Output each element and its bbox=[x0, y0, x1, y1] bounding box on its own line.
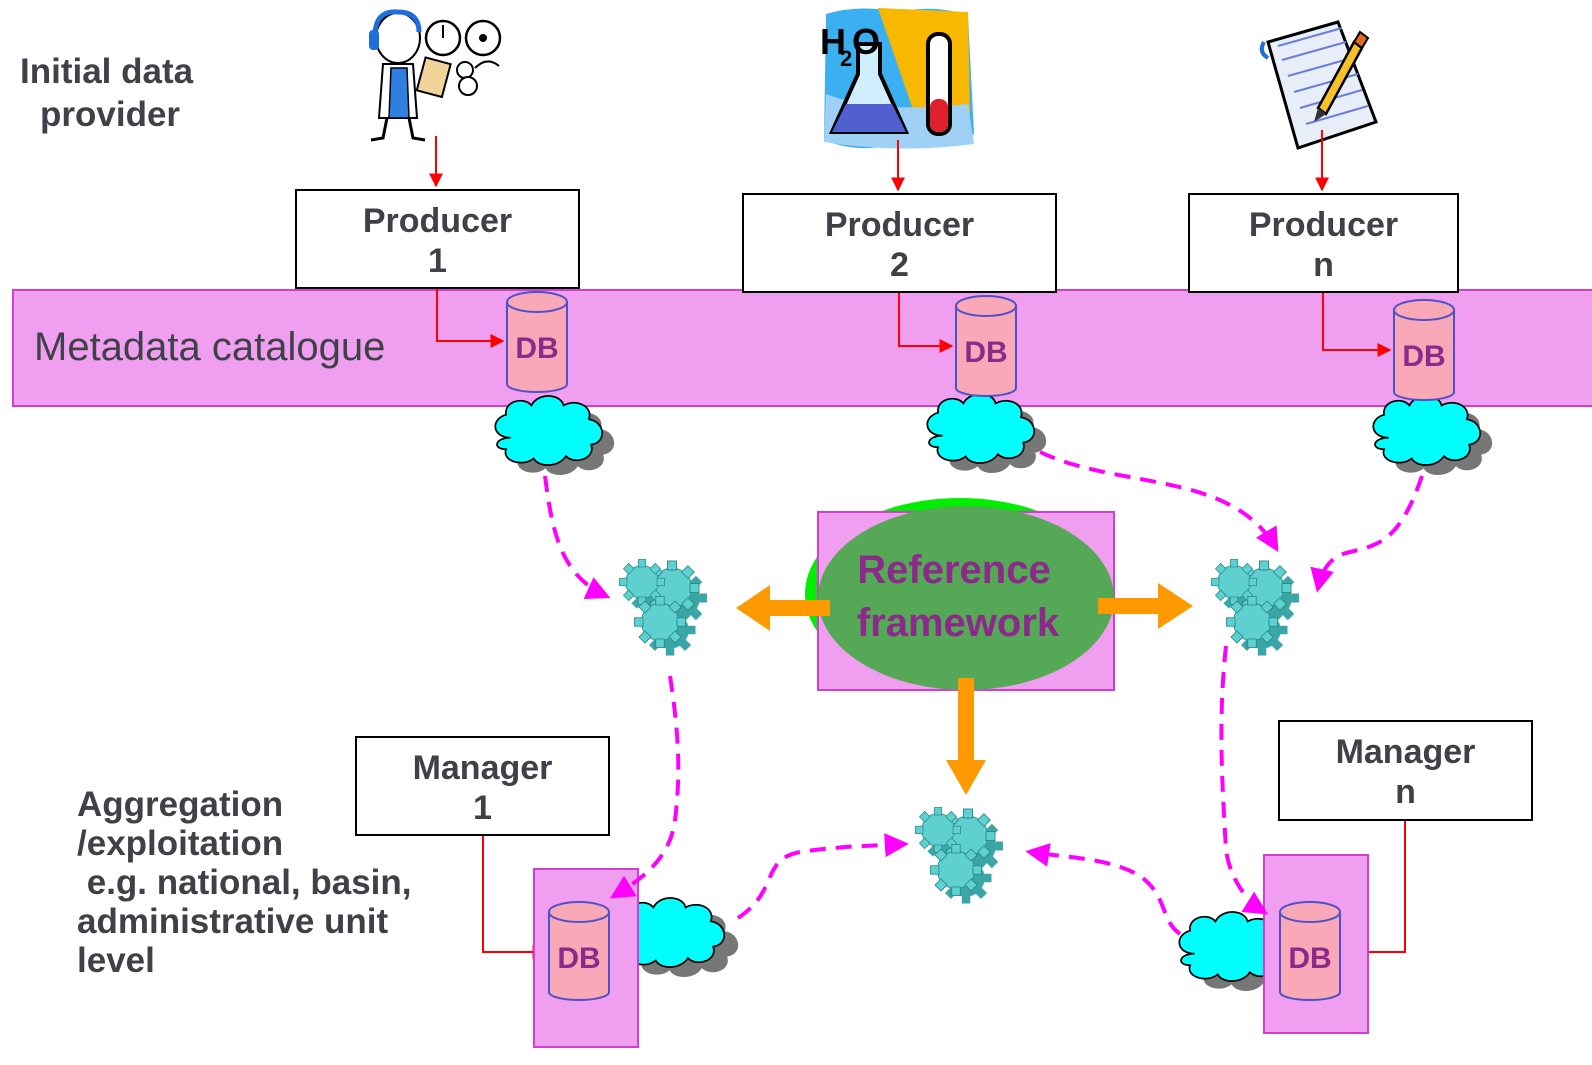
db-label: DB bbox=[964, 336, 1007, 369]
gears-icon bbox=[1211, 559, 1299, 656]
database-icon: DB bbox=[1393, 299, 1455, 401]
orange-arrow-left bbox=[736, 585, 830, 631]
aggregation-line4: administrative unit bbox=[77, 902, 389, 941]
dashed-arrow-cloudn-to-gears bbox=[1310, 475, 1424, 593]
cloud-icon bbox=[926, 393, 1047, 474]
svg-text:H: H bbox=[820, 21, 846, 62]
initial-provider-line1: Initial data bbox=[20, 52, 194, 91]
manager-1-number: 1 bbox=[473, 789, 492, 827]
database-icon: DB bbox=[1279, 901, 1341, 1001]
dashed-arrow-cloud-right-to-gears bbox=[1025, 842, 1182, 936]
orange-arrow-down bbox=[946, 678, 986, 795]
producer-1-number: 1 bbox=[428, 242, 447, 280]
gears-icon bbox=[619, 559, 707, 656]
chemistry-flask-icon: H 2 O bbox=[820, 8, 974, 149]
dashed-arrow-gears-to-dbn bbox=[1219, 645, 1269, 915]
cloud-icon bbox=[494, 395, 615, 476]
metadata-catalogue-label: Metadata catalogue bbox=[34, 325, 386, 369]
producer-n-box: Producer n bbox=[1188, 193, 1459, 293]
orange-arrow-right bbox=[1098, 583, 1193, 629]
manager-n-title: Manager bbox=[1335, 733, 1476, 771]
dashed-arrow-gears-to-db1 bbox=[609, 675, 681, 899]
aggregation-exploitation-label: Aggregation/exploitation e.g. national, … bbox=[77, 785, 412, 980]
database-icon: DB bbox=[955, 295, 1017, 397]
producer-1-box: Producer 1 bbox=[295, 189, 580, 289]
arrow-producer1-to-db bbox=[436, 289, 505, 348]
producer-2-title: Producer bbox=[824, 206, 975, 244]
reference-ellipse bbox=[818, 506, 1114, 690]
initial-data-provider-label: Initial data provider bbox=[20, 50, 193, 136]
reference-line2: framework bbox=[857, 601, 1060, 645]
dashed-arrow-cloud-left-to-gears bbox=[736, 833, 909, 920]
manager-1-box: Manager 1 bbox=[355, 736, 610, 836]
svg-text:O: O bbox=[852, 21, 880, 62]
producer-2-box: Producer 2 bbox=[742, 193, 1057, 293]
arrow-manager1-to-db bbox=[482, 836, 547, 959]
database-icon: DB bbox=[506, 291, 568, 393]
reference-line1: Reference bbox=[857, 548, 1050, 592]
aggregation-line1: Aggregation bbox=[77, 785, 284, 824]
db-label: DB bbox=[515, 332, 558, 365]
initial-provider-line2: provider bbox=[40, 95, 181, 134]
db-label: DB bbox=[1288, 942, 1331, 975]
database-icon: DB bbox=[548, 901, 610, 1001]
manager-n-number: n bbox=[1395, 773, 1416, 811]
dashed-arrow-cloud1-to-gears bbox=[543, 475, 611, 599]
aggregation-line2: /exploitation bbox=[77, 824, 284, 863]
aggregation-line3: e.g. national, basin, bbox=[77, 863, 412, 902]
db-label: DB bbox=[1402, 340, 1445, 373]
gears-icon bbox=[915, 807, 1003, 904]
db-label: DB bbox=[557, 942, 600, 975]
notepad-pencil-icon bbox=[1259, 20, 1378, 150]
producer-n-title: Producer bbox=[1248, 206, 1399, 244]
svg-text:2: 2 bbox=[840, 46, 852, 71]
worker-with-gauges-icon bbox=[369, 9, 502, 142]
producer-n-number: n bbox=[1313, 246, 1334, 284]
cloud-icon bbox=[1372, 395, 1493, 476]
arrow-producer2-to-db bbox=[898, 293, 954, 353]
aggregation-line5: level bbox=[77, 941, 155, 980]
producer-1-title: Producer bbox=[362, 202, 513, 240]
arrow-producern-to-db bbox=[1322, 293, 1392, 357]
manager-n-box: Manager n bbox=[1278, 720, 1533, 821]
manager-1-title: Manager bbox=[412, 749, 553, 787]
producer-2-number: 2 bbox=[890, 246, 909, 284]
dashed-arrow-cloud2-to-gears bbox=[1039, 450, 1279, 553]
